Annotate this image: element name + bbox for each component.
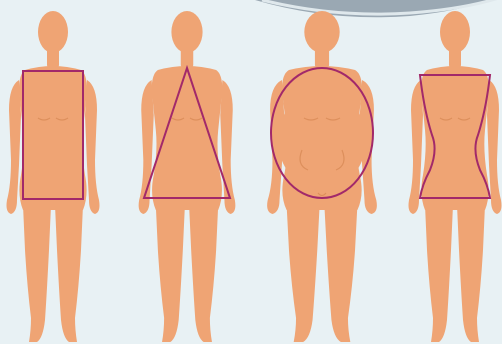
- belly: [278, 90, 366, 190]
